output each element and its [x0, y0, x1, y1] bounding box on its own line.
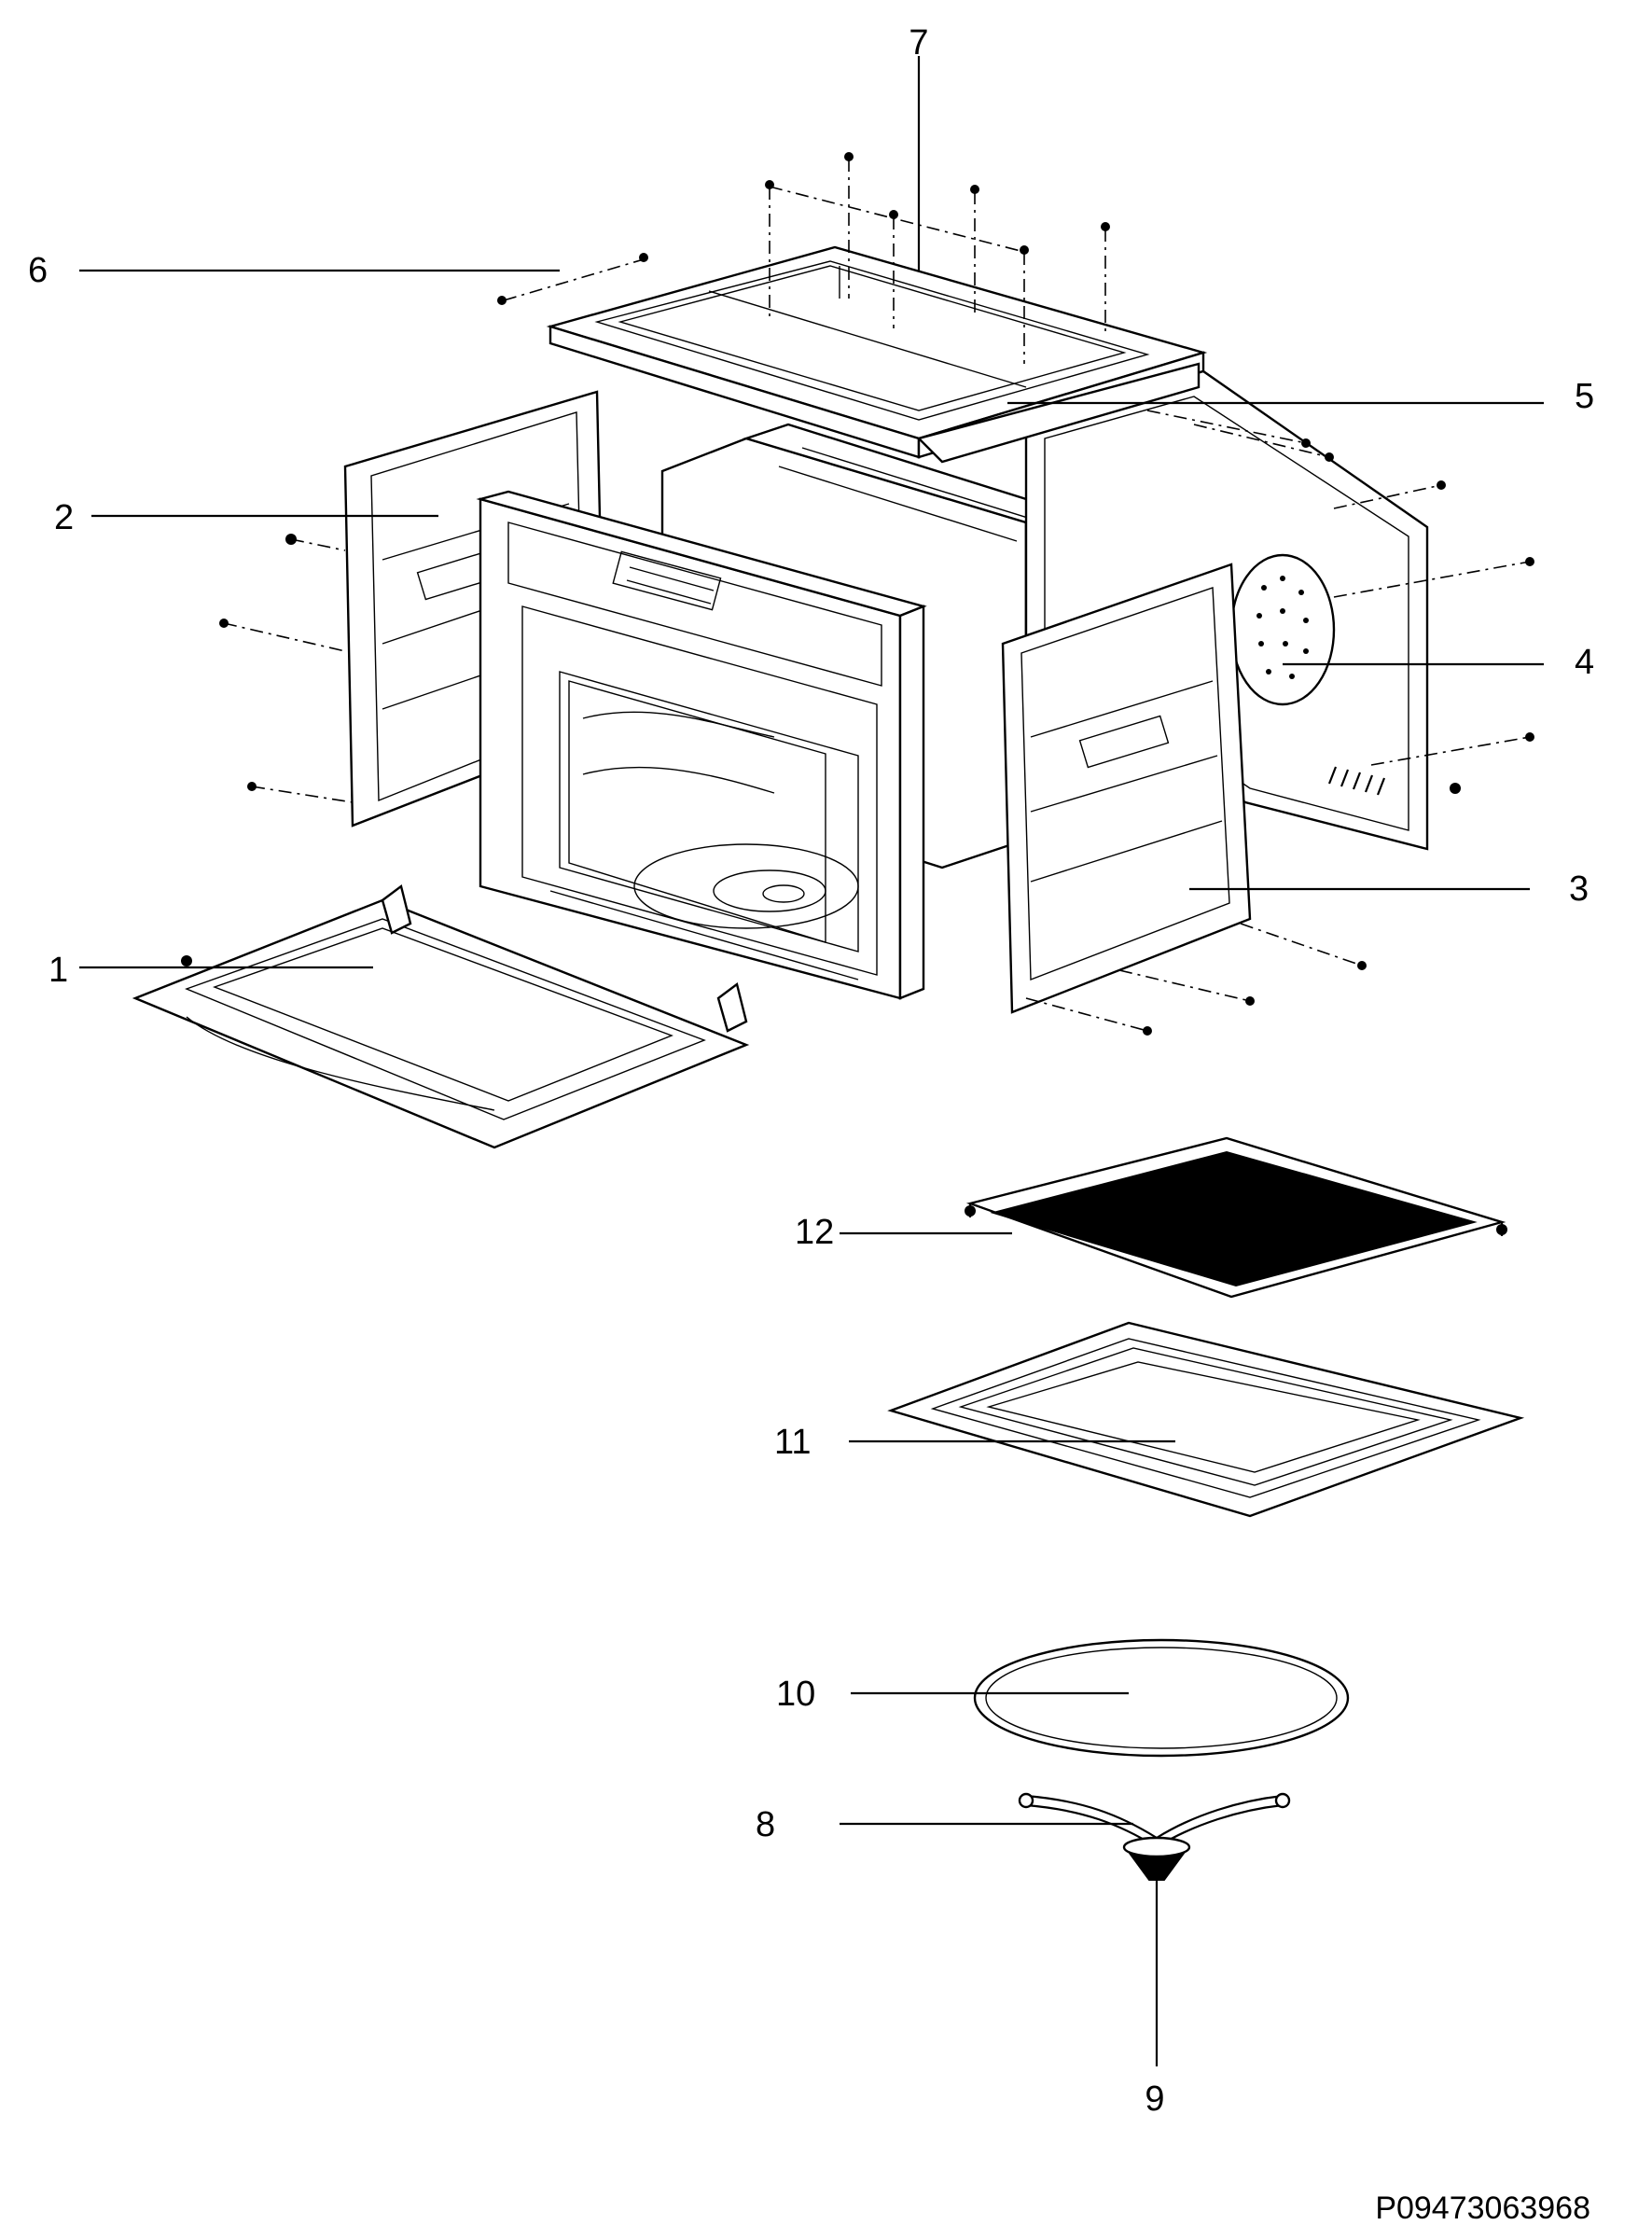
turntable-ring — [973, 1638, 1350, 1758]
top-cover-screws — [497, 152, 1110, 364]
control-buttons — [612, 550, 722, 611]
callout-12: 12 — [795, 1213, 834, 1252]
callout-8: 8 — [756, 1805, 775, 1844]
callout-5: 5 — [1575, 377, 1594, 416]
callout-7: 7 — [909, 23, 928, 63]
roller-support — [1018, 1792, 1291, 1881]
callout-6: 6 — [28, 251, 48, 290]
right-side-panel — [1001, 563, 1367, 1036]
callout-3: 3 — [1569, 869, 1589, 909]
part-code: P09473063968 — [1375, 2190, 1590, 2226]
callout-1: 1 — [49, 951, 68, 990]
callout-2: 2 — [54, 498, 74, 537]
fan-vent-holes — [1256, 576, 1309, 679]
bottom-plate — [132, 883, 750, 1149]
callout-11: 11 — [774, 1423, 811, 1462]
callout-10: 10 — [776, 1675, 815, 1714]
leader-lines — [79, 56, 1544, 2066]
back-vent-slots — [1327, 766, 1386, 796]
wire-rack — [965, 1136, 1507, 1299]
callout-4: 4 — [1575, 643, 1594, 682]
baking-tray — [887, 1321, 1525, 1518]
callout-9: 9 — [1145, 2079, 1164, 2119]
